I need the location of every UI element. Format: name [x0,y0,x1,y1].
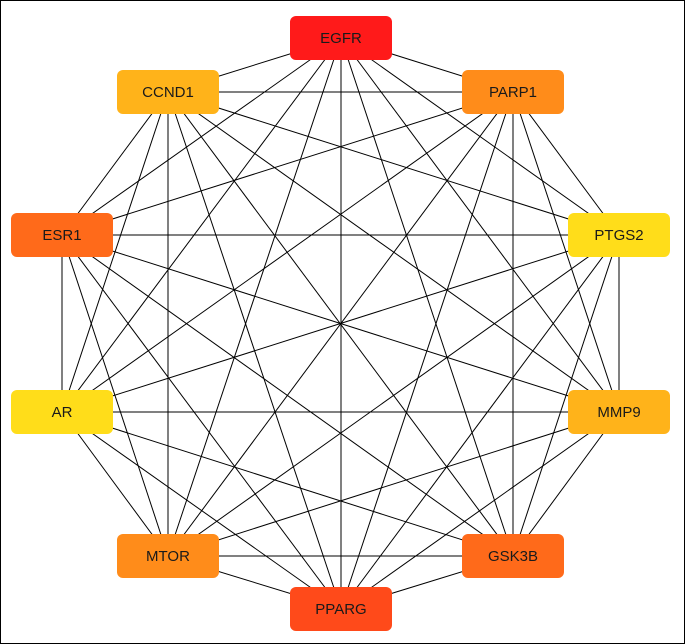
edge-mtor-ar [61,411,169,557]
node-pparg[interactable]: PPARG [290,587,392,631]
edge-pparg-esr1 [61,234,342,610]
node-ccnd1[interactable]: CCND1 [117,70,219,114]
edge-egfr-mmp9 [340,37,620,413]
edge-mmp9-gsk3b [512,411,620,557]
edge-ar-ccnd1 [61,91,169,413]
edge-mmp9-ccnd1 [167,91,620,413]
edge-esr1-ccnd1 [61,91,169,236]
node-gsk3b[interactable]: GSK3B [462,534,564,578]
node-parp1[interactable]: PARP1 [462,70,564,114]
node-esr1[interactable]: ESR1 [11,213,113,257]
edge-pparg-ccnd1 [167,91,342,610]
edge-ptgs2-pparg [340,234,620,610]
edge-gsk3b-esr1 [61,234,514,557]
edge-gsk3b-ccnd1 [167,91,514,557]
edge-ptgs2-ccnd1 [167,91,620,236]
edge-mmp9-pparg [340,411,620,610]
node-mtor[interactable]: MTOR [117,534,219,578]
edge-pparg-ar [61,411,342,610]
edge-egfr-mtor [167,37,342,557]
node-egfr[interactable]: EGFR [290,16,392,60]
edge-parp1-ptgs2 [512,91,620,236]
edge-gsk3b-ar [61,411,514,557]
edge-parp1-esr1 [61,91,514,236]
edge-mmp9-mtor [167,411,620,557]
node-ar[interactable]: AR [11,390,113,434]
edge-egfr-ar [61,37,342,413]
edge-egfr-gsk3b [340,37,514,557]
node-mmp9[interactable]: MMP9 [568,390,670,434]
node-ptgs2[interactable]: PTGS2 [568,213,670,257]
edge-mtor-esr1 [61,234,169,557]
